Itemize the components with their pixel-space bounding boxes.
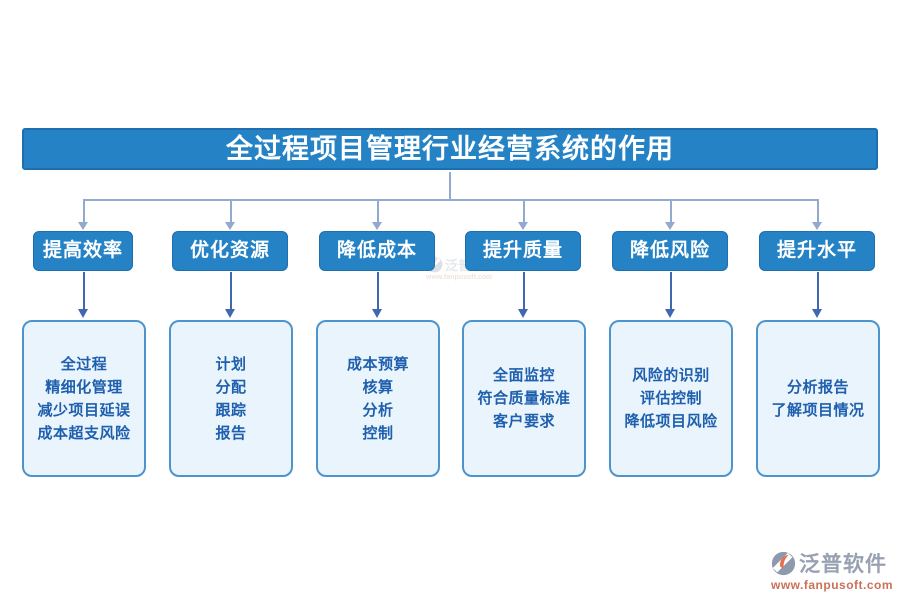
arrow-down-icon xyxy=(812,222,822,230)
detail-text: 计划 分配 跟踪 报告 xyxy=(215,355,247,442)
connector-line xyxy=(377,199,379,223)
detail-text: 风险的识别 评估控制 降低项目风险 xyxy=(624,367,718,430)
connector-line xyxy=(670,199,672,223)
detail-box-quality: 全面监控 符合质量标准 客户要求 xyxy=(462,320,586,477)
branch-node-resources: 优化资源 xyxy=(172,231,288,271)
arrow-down-icon xyxy=(518,309,528,318)
connector-line xyxy=(670,272,672,310)
connector-line xyxy=(83,199,85,223)
branch-column-risk: 降低风险 风险的识别 评估控制 降低项目风险 xyxy=(609,199,733,478)
watermark-url-text: www.fanpusoft.com xyxy=(426,274,493,281)
branch-node-quality: 提升质量 xyxy=(465,231,581,271)
branch-node-cost: 降低成本 xyxy=(319,231,435,271)
detail-box-resources: 计划 分配 跟踪 报告 xyxy=(169,320,293,477)
detail-box-cost: 成本预算 核算 分析 控制 xyxy=(316,320,440,477)
connector-line xyxy=(817,199,819,223)
connector-line xyxy=(83,272,85,310)
connector-line xyxy=(523,199,525,223)
detail-text: 分析报告 了解项目情况 xyxy=(771,378,865,419)
arrow-down-icon xyxy=(78,222,88,230)
connector-line xyxy=(523,272,525,310)
title-stub-connector xyxy=(449,172,451,199)
arrow-down-icon xyxy=(78,309,88,318)
branch-column-efficiency: 提高效率 全过程 精细化管理 减少项目延误 成本超支风险 xyxy=(22,199,146,478)
branch-column-cost: 降低成本 成本预算 核算 分析 控制 xyxy=(316,199,440,478)
connector-line xyxy=(230,272,232,310)
branch-column-level: 提升水平 分析报告 了解项目情况 xyxy=(756,199,880,478)
diagram-title: 全过程项目管理行业经营系统的作用 xyxy=(22,128,878,170)
branch-column-resources: 优化资源 计划 分配 跟踪 报告 xyxy=(169,199,293,478)
fanpu-logo-icon xyxy=(771,551,796,575)
brand-url-text: www.fanpusoft.com xyxy=(771,578,894,592)
brand-name-text: 泛普软件 xyxy=(799,553,887,576)
connector-line xyxy=(377,272,379,310)
arrow-down-icon xyxy=(665,222,675,230)
detail-text: 成本预算 核算 分析 控制 xyxy=(346,355,409,442)
arrow-down-icon xyxy=(665,309,675,318)
detail-box-risk: 风险的识别 评估控制 降低项目风险 xyxy=(609,320,733,477)
arrow-down-icon xyxy=(518,222,528,230)
branch-node-risk: 降低风险 xyxy=(612,231,728,271)
arrow-down-icon xyxy=(372,222,382,230)
detail-text: 全过程 精细化管理 减少项目延误 成本超支风险 xyxy=(37,355,131,442)
arrow-down-icon xyxy=(225,309,235,318)
connector-line xyxy=(817,272,819,310)
fanpu-logo: 泛普软件 www.fanpusoft.com xyxy=(771,548,893,592)
detail-text: 全面监控 符合质量标准 客户要求 xyxy=(477,367,571,430)
branch-node-efficiency: 提高效率 xyxy=(33,231,133,271)
arrow-down-icon xyxy=(372,309,382,318)
branch-column-quality: 提升质量 全面监控 符合质量标准 客户要求 xyxy=(462,199,586,478)
horizontal-bus-connector xyxy=(83,199,819,201)
arrow-down-icon xyxy=(225,222,235,230)
detail-box-level: 分析报告 了解项目情况 xyxy=(756,320,880,477)
detail-box-efficiency: 全过程 精细化管理 减少项目延误 成本超支风险 xyxy=(22,320,146,477)
arrow-down-icon xyxy=(812,309,822,318)
branch-node-level: 提升水平 xyxy=(759,231,875,271)
connector-line xyxy=(230,199,232,223)
